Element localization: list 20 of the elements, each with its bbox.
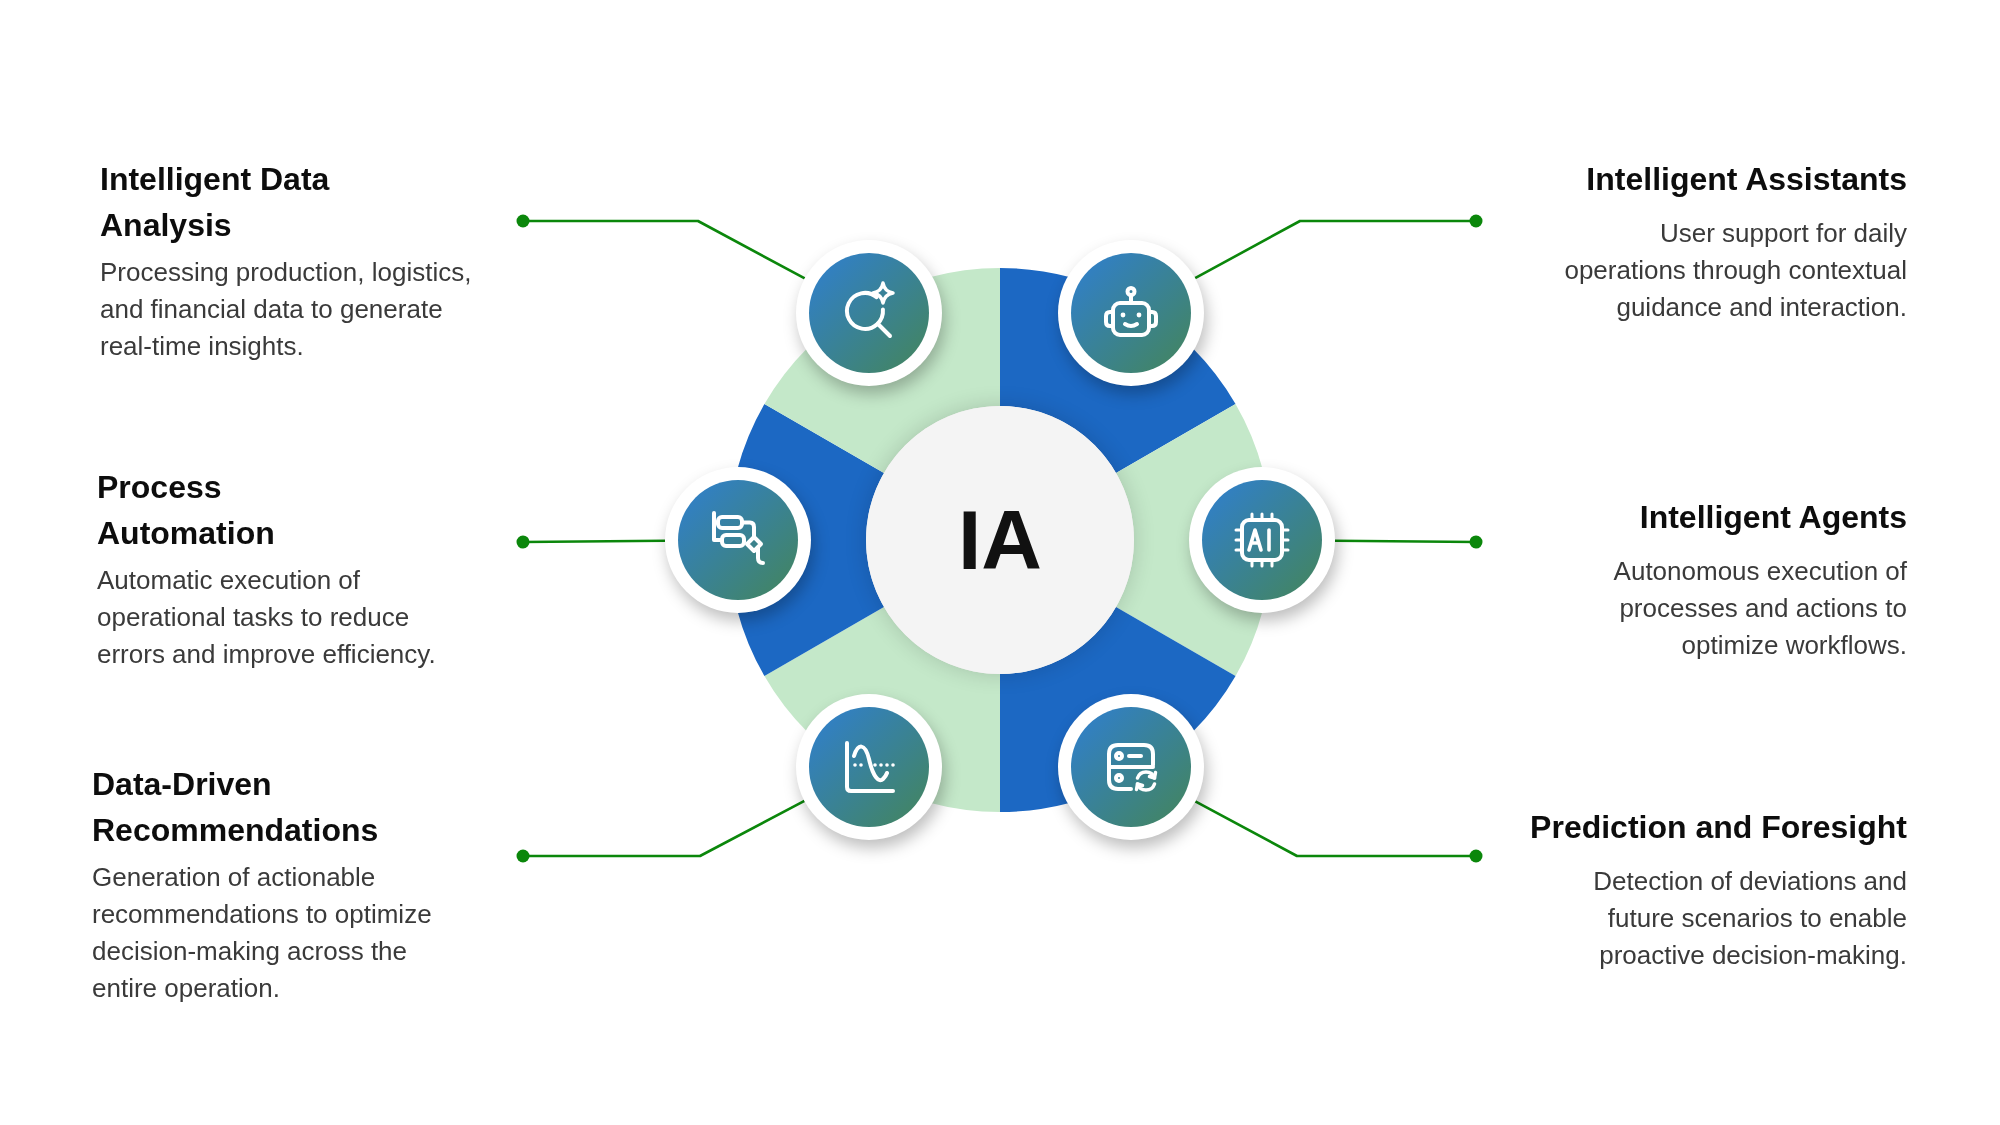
leader-line	[516, 214, 806, 280]
leader-line	[516, 799, 806, 863]
feature-heading: Data-Driven Recommendations	[92, 765, 380, 850]
feature-heading: Intelligent Agents	[1639, 498, 1907, 537]
hub-title: IA	[958, 494, 1042, 586]
feature-heading: Prediction and Foresight	[1530, 808, 1907, 847]
leader-line	[516, 535, 665, 549]
leader-line	[1194, 214, 1483, 280]
feature-description: User support for daily operations through contextual guidance and interaction.	[1563, 217, 1907, 324]
feature-heading: Intelligent Data Analysis	[100, 160, 331, 245]
feature-description: Processing production, logistics, and financial data to generate real-time insights.	[100, 256, 473, 363]
leader-line	[1335, 535, 1483, 549]
icon-circle	[796, 240, 942, 387]
feature-description: Detection of deviations and future scenarios to enable proactive decision-making.	[1592, 865, 1907, 972]
feature-description: Automatic execution of operational tasks to reduce errors and improve efficiency.	[97, 564, 437, 671]
leader-line	[1194, 800, 1483, 863]
feature-description: Autonomous execution of processes and actions to optimize workflows.	[1612, 555, 1907, 662]
feature-heading: Intelligent Assistants	[1586, 160, 1907, 199]
feature-heading: Process Automation	[97, 468, 276, 553]
feature-description: Generation of actionable recommendations to optimize decision-making across the entire operation.	[92, 861, 433, 1005]
